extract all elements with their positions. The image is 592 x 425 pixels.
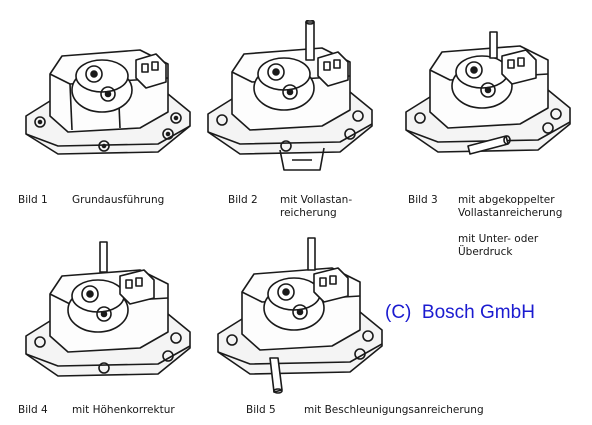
caption-line: mit Beschleunigungsanreicherung xyxy=(304,404,484,416)
device-drawing-4 xyxy=(18,236,198,396)
caption-line: mit Unter- oder xyxy=(458,233,539,245)
device-drawing-2 xyxy=(200,20,380,180)
copyright-notice: (C) Bosch GmbH xyxy=(385,302,535,323)
caption-desc: mit Beschleunigungsanreicherung xyxy=(304,404,484,417)
caption-desc: Grundausführung xyxy=(72,194,164,207)
caption-label: Bild 5 xyxy=(246,404,276,416)
caption-line: reicherung xyxy=(280,207,337,219)
caption-1: Bild 1 Grundausführung xyxy=(18,194,164,207)
device-drawing-3 xyxy=(398,26,578,176)
device-drawing-5 xyxy=(210,232,390,397)
caption-3: Bild 3 mit abgekoppelter Vollastanreiche… xyxy=(408,194,562,258)
caption-line: mit Höhenkorrektur xyxy=(72,404,175,416)
caption-label: Bild 3 xyxy=(408,194,438,206)
caption-desc: mit abgekoppelter Vollastanreicherung mi… xyxy=(458,194,562,259)
caption-label: Bild 2 xyxy=(228,194,258,206)
caption-5: Bild 5 mit Beschleunigungsanreicherung xyxy=(246,404,484,417)
device-drawing-1 xyxy=(18,24,198,174)
caption-line: Grundausführung xyxy=(72,194,165,206)
caption-4: Bild 4 mit Höhenkorrektur xyxy=(18,404,175,417)
caption-desc: mit Vollastan- reicherung xyxy=(280,194,352,220)
caption-line: mit abgekoppelter xyxy=(458,194,555,206)
caption-label: Bild 4 xyxy=(18,404,48,416)
caption-desc: mit Höhenkorrektur xyxy=(72,404,175,417)
caption-line: Überdruck xyxy=(458,246,513,258)
caption-label: Bild 1 xyxy=(18,194,48,206)
caption-2: Bild 2 mit Vollastan- reicherung xyxy=(228,194,352,219)
caption-line: Vollastanreicherung xyxy=(458,207,563,219)
caption-line: mit Vollastan- xyxy=(280,194,353,206)
